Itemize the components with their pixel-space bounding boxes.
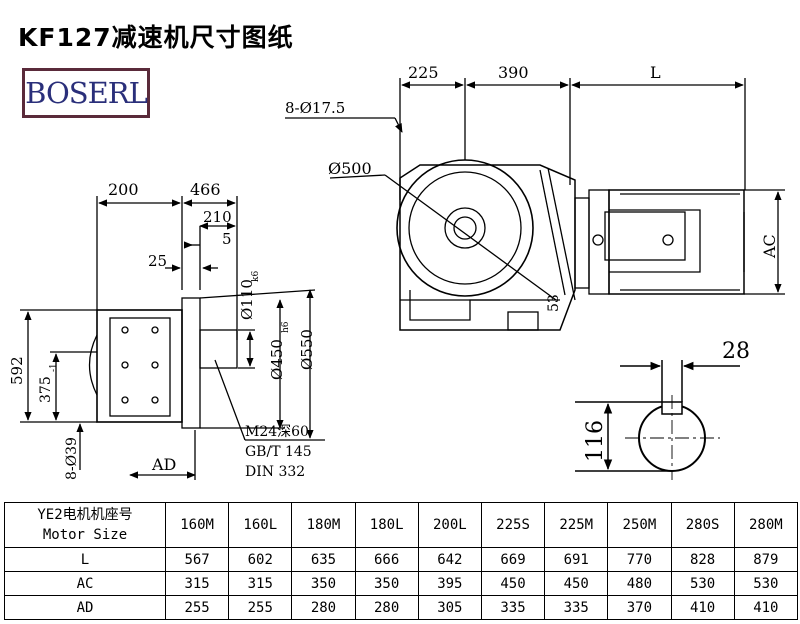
dim-AC: AC bbox=[760, 234, 779, 259]
dim-210: 210 bbox=[203, 208, 232, 226]
size-cell: 180M bbox=[291, 502, 356, 548]
table-cell: 450 bbox=[480, 571, 546, 596]
table-cell: 602 bbox=[228, 547, 293, 572]
dim-AD: AD bbox=[151, 455, 176, 474]
drawing-area: 225 390 L 8-Ø17.5 Ø500 53 AC bbox=[8, 63, 785, 480]
table-cell: 480 bbox=[607, 571, 672, 596]
dim-holes-side: 8-Ø39 bbox=[64, 437, 80, 480]
size-cell: 280M bbox=[733, 502, 799, 548]
dim-550: Ø550 bbox=[298, 329, 316, 370]
table-cell: 410 bbox=[670, 595, 735, 620]
table-cell: 642 bbox=[417, 547, 482, 572]
dim-110: Ø110 bbox=[238, 279, 256, 320]
dim-200: 200 bbox=[108, 180, 139, 199]
table-cell: 315 bbox=[228, 571, 293, 596]
note-line-2: GB/T 145 bbox=[245, 444, 312, 460]
note-line-3: DIN 332 bbox=[245, 464, 305, 480]
dim-225: 225 bbox=[408, 63, 439, 82]
table-cell: 350 bbox=[354, 571, 419, 596]
table-cell: 666 bbox=[354, 547, 419, 572]
table-cell: 350 bbox=[291, 571, 356, 596]
dim-L: L bbox=[650, 63, 661, 82]
table-cell: 828 bbox=[670, 547, 735, 572]
size-cell: 160L bbox=[228, 502, 293, 548]
dim-375: 375 bbox=[38, 376, 54, 403]
header-label-en: Motor Size bbox=[42, 527, 128, 543]
dim-53: 53 bbox=[546, 294, 562, 312]
table-cell: 530 bbox=[670, 571, 735, 596]
dim-450-tol: h6 bbox=[281, 321, 291, 333]
motor-size-table: YE2电机机座号 Motor Size 160M 160L 180M 180L … bbox=[4, 502, 799, 620]
dim-592: 592 bbox=[8, 356, 26, 385]
dim-25: 25 bbox=[148, 252, 167, 270]
table-cell: 691 bbox=[544, 547, 609, 572]
dim-375-tol: -1 bbox=[49, 363, 59, 372]
brand-logo: BOSERL bbox=[22, 68, 150, 118]
table-header-row: YE2电机机座号 Motor Size 160M 160L 180M 180L … bbox=[4, 502, 799, 548]
page-title: KF127减速机尺寸图纸 bbox=[18, 23, 294, 52]
table-cell: 305 bbox=[417, 595, 482, 620]
table-cell: 879 bbox=[733, 547, 799, 572]
table-cell: 669 bbox=[480, 547, 546, 572]
table-cell: 335 bbox=[544, 595, 609, 620]
dim-466: 466 bbox=[190, 180, 221, 199]
size-cell: 180L bbox=[354, 502, 419, 548]
table-cell: 635 bbox=[291, 547, 356, 572]
table-cell: 567 bbox=[164, 547, 230, 572]
table-row: AC 315 315 350 350 395 450 450 480 530 5… bbox=[4, 571, 799, 596]
table-cell: 255 bbox=[228, 595, 293, 620]
size-cell: 200L bbox=[417, 502, 482, 548]
dim-450: Ø450 bbox=[268, 339, 286, 380]
header-label-cn: YE2电机机座号 bbox=[37, 507, 133, 523]
dim-500: Ø500 bbox=[328, 159, 372, 178]
dim-390: 390 bbox=[498, 63, 529, 82]
table-cell: 280 bbox=[354, 595, 419, 620]
table-cell: 315 bbox=[164, 571, 230, 596]
dim-key-height: 116 bbox=[583, 420, 608, 462]
size-cell: 225S bbox=[480, 502, 546, 548]
table-cell: 335 bbox=[480, 595, 546, 620]
table-cell: 530 bbox=[733, 571, 799, 596]
table-cell: 255 bbox=[164, 595, 230, 620]
note-line-1: M24深60 bbox=[245, 424, 309, 440]
table-cell: 770 bbox=[607, 547, 672, 572]
row-label: AC bbox=[4, 571, 166, 596]
dim-110-tol: k6 bbox=[251, 271, 261, 282]
size-cell: 225M bbox=[544, 502, 609, 548]
table-cell: 280 bbox=[291, 595, 356, 620]
front-view bbox=[285, 78, 785, 331]
table-cell: 395 bbox=[417, 571, 482, 596]
row-label: L bbox=[4, 547, 166, 572]
table-header-label: YE2电机机座号 Motor Size bbox=[4, 502, 166, 548]
size-cell: 280S bbox=[670, 502, 735, 548]
table-cell: 410 bbox=[733, 595, 799, 620]
side-view bbox=[20, 196, 325, 480]
dim-5: 5 bbox=[222, 230, 232, 248]
dim-key-width: 28 bbox=[722, 339, 750, 364]
shaft-key-detail bbox=[575, 360, 740, 480]
dim-holes-top: 8-Ø17.5 bbox=[285, 99, 345, 117]
size-cell: 250M bbox=[607, 502, 672, 548]
table-cell: 450 bbox=[544, 571, 609, 596]
size-cell: 160M bbox=[164, 502, 230, 548]
table-row: L 567 602 635 666 642 669 691 770 828 87… bbox=[4, 547, 799, 572]
table-row: AD 255 255 280 280 305 335 335 370 410 4… bbox=[4, 595, 799, 620]
table-cell: 370 bbox=[607, 595, 672, 620]
row-label: AD bbox=[4, 595, 166, 620]
